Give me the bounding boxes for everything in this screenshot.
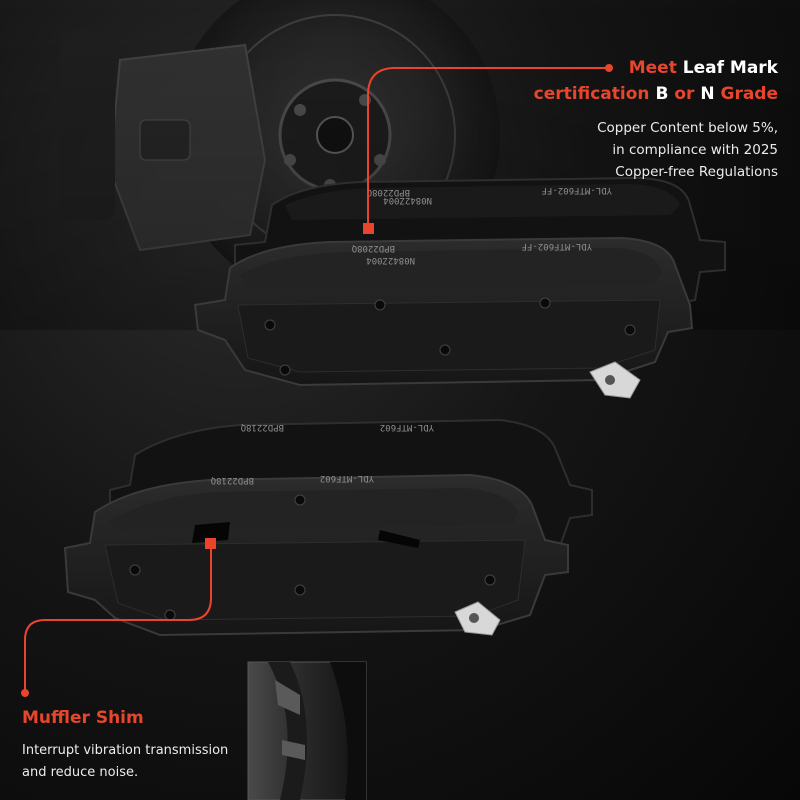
callout-bottom-connector (21, 538, 216, 697)
top-back-part-number: BPD2208Q (367, 187, 410, 197)
bottom-brake-pad-pair: BPD2218Q YDL-MTF602 BPD2218Q YDL-MTF602 (63, 418, 593, 637)
top-front-batch-number: N0842Z004 (366, 255, 415, 265)
bottom-front-part-number: BPD2218Q (211, 475, 254, 485)
pad-slot (378, 530, 420, 548)
bottom-front-code: YDL-MTF602 (320, 473, 374, 483)
callout-top-connector (363, 64, 613, 234)
callout-marker (363, 223, 374, 234)
top-back-batch-number: N0842Z004 (383, 195, 432, 205)
top-back-code: YDL-MTF602-FF (542, 185, 612, 195)
muffler-shim-description: Interrupt vibration transmission and red… (22, 743, 229, 780)
top-front-part-number: BPD2208Q (352, 243, 395, 253)
copper-content-description: Copper Content below 5%, in compliance w… (597, 120, 778, 180)
top-front-pad: BPD2208Q N0842Z004 YDL-MTF602-FF (193, 236, 694, 399)
pad-slot (192, 522, 230, 543)
bottom-back-part-number: BPD2218Q (241, 422, 284, 432)
callout-marker (205, 538, 216, 549)
top-brake-pad-pair: BPD2208Q N0842Z004 YDL-MTF602-FF BPD2208… (193, 176, 726, 399)
muffler-shim-closeup (247, 661, 367, 800)
bottom-back-code: YDL-MTF602 (380, 422, 434, 432)
bottom-front-pad: BPD2218Q YDL-MTF602 (63, 473, 569, 637)
muffler-shim-title: Muffler Shim (22, 708, 144, 728)
leaf-mark-certification-title: Meet Leaf Mark certification B or N Grad… (533, 58, 778, 104)
top-front-code: YDL-MTF602-FF (522, 241, 592, 251)
